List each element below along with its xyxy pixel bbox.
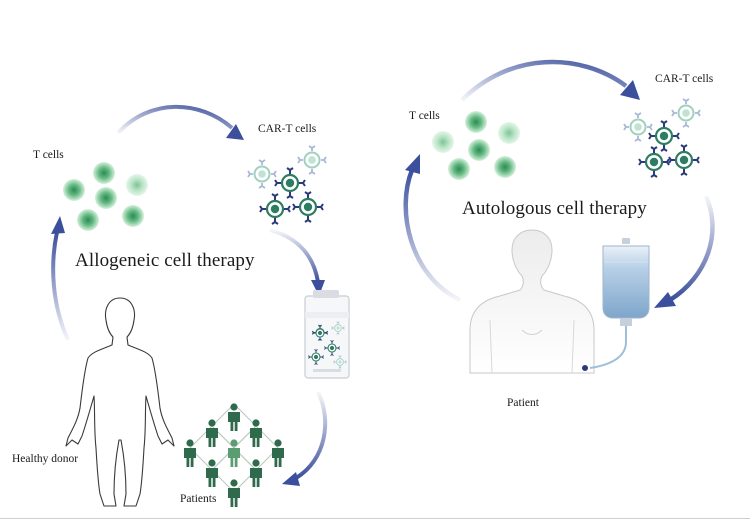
arrowhead-tcells-to-cart-left [226, 124, 244, 140]
patient-label: Patient [507, 397, 539, 409]
t-cells-label-right: T cells [409, 110, 440, 122]
patient-figure [469, 229, 595, 374]
arrow-cart-to-ivbag [668, 195, 715, 302]
healthy-donor-label: Healthy donor [12, 453, 79, 465]
arrow-patient-to-tcells [403, 169, 461, 303]
arrowhead-cart-to-ivbag [654, 292, 676, 308]
arrow-tcells-to-cart-left [116, 104, 234, 135]
allogeneic-title: Allogeneic cell therapy [75, 250, 255, 271]
arrow-bag-to-patients [294, 391, 328, 480]
arrowhead-cart-to-bag [311, 280, 325, 296]
arrowhead-patient-to-tcells [405, 154, 420, 174]
arrow-cart-to-bag [269, 228, 320, 283]
healthy-donor-figure [65, 297, 175, 507]
t-cells-cluster-left [63, 162, 148, 231]
arrowhead-donor-to-tcells [51, 216, 65, 234]
patients-label: Patients [180, 493, 217, 505]
arrowhead-tcells-to-cart-right [620, 80, 640, 100]
car-t-cells-label-right: CAR-T cells [655, 73, 714, 85]
arrowhead-bag-to-patients [282, 472, 300, 486]
car-t-cells-cluster-left [247, 145, 327, 226]
car-t-cells-label-left: CAR-T cells [258, 123, 317, 135]
t-cells-label-left: T cells [33, 149, 64, 161]
car-t-cells-cluster-right [623, 98, 701, 179]
cell-bag-icon [304, 290, 350, 379]
autologous-title: Autologous cell therapy [462, 198, 647, 219]
arrow-tcells-to-cart-right [460, 59, 628, 102]
iv-bag-icon [582, 238, 650, 371]
t-cells-cluster-right [432, 111, 520, 180]
bottom-divider [0, 518, 750, 519]
patients-group-icon [184, 403, 284, 507]
arrow-donor-to-tcells [51, 231, 70, 341]
